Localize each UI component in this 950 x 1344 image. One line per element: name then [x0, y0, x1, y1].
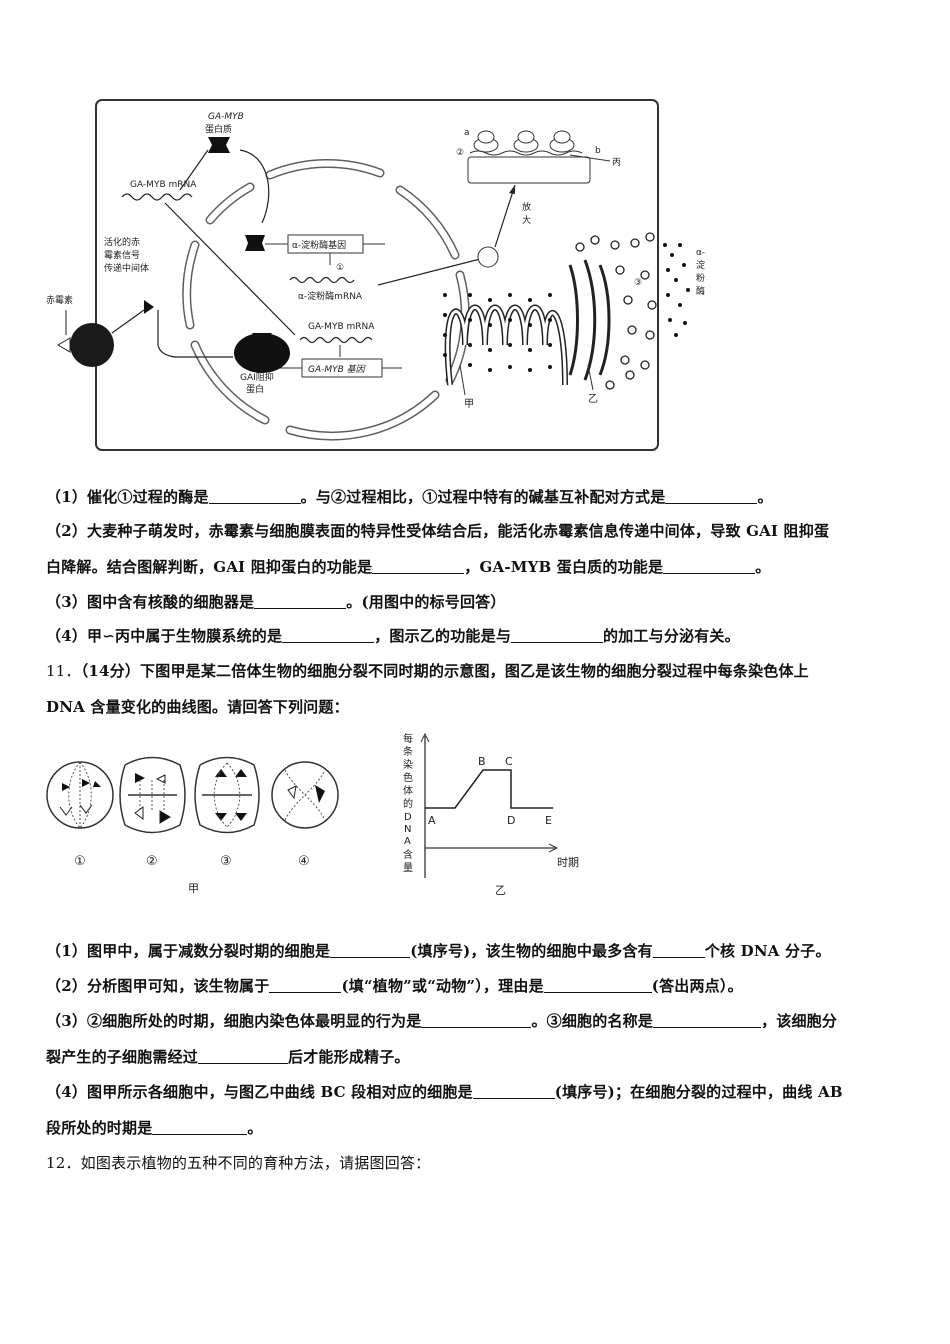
- answer-blank[interactable]: [653, 1013, 762, 1028]
- q10-line-3: 白降解。结合图解判断，GAI 阻抑蛋白的功能是，GA-MYB 蛋白质的功能是。: [46, 558, 771, 576]
- point-c: C: [505, 755, 513, 768]
- svg-text:D: D: [404, 812, 412, 823]
- cell-4-label: ④: [298, 854, 310, 869]
- answer-blank[interactable]: [254, 594, 347, 609]
- ga-myb-gene-label: GA-MYB 基因: [308, 364, 367, 375]
- cell-3-label: ③: [220, 854, 232, 869]
- q11-line-1: 11．（14分）下图甲是某二倍体生物的细胞分裂不同时期的示意图，图乙是该生物的细…: [46, 662, 809, 680]
- svg-text:色: 色: [403, 771, 413, 784]
- answer-blank[interactable]: [208, 489, 301, 504]
- amylase-side-4: 酶: [696, 285, 705, 297]
- ga-myb-mrna-label: GA-MYB mRNA: [130, 180, 197, 190]
- label-bing: 丙: [612, 157, 621, 168]
- gai-label-1: GAI阻抑: [240, 371, 274, 383]
- q12-line-1: 12．如图表示植物的五种不同的育种方法，请据图回答：: [46, 1154, 431, 1172]
- dna-curve-line: [425, 769, 553, 809]
- ga-myb-protein-shape: [208, 137, 230, 153]
- answer-blank[interactable]: [543, 978, 652, 993]
- dna-content-chart: A B C D E 时期 每 条 染 色 体 的 D N A 含 量 乙: [403, 732, 579, 897]
- q11-sub-4b: 段所处的时期是。: [46, 1119, 263, 1137]
- svg-text:含: 含: [403, 848, 413, 861]
- amylase-mrna-label: α-淀粉酶mRNA: [298, 290, 363, 302]
- cell-1-label: ①: [74, 854, 86, 869]
- point-a: A: [428, 814, 436, 827]
- figure-jia-label: 甲: [188, 882, 199, 895]
- figure-yi-label: 乙: [495, 884, 506, 897]
- label-3: ③: [634, 278, 642, 288]
- svg-text:的: 的: [403, 797, 413, 810]
- amylase-side-2: 淀: [696, 259, 705, 271]
- gibberellin-pathway-figure: GA-MYB 蛋白质 GA-MYB mRNA α-淀粉酶基因 ① α-淀粉酶mR…: [46, 99, 705, 451]
- activated-label-1: 活化的赤: [104, 236, 140, 248]
- cell-2-label: ②: [146, 854, 158, 869]
- svg-text:每: 每: [403, 732, 413, 745]
- q11-sub-3: （3）②细胞所处的时期，细胞内染色体最明显的行为是。③细胞的名称是，该细胞分: [46, 1012, 838, 1030]
- q11-sub-2: （2）分析图甲可知，该生物属于(填“植物”或“动物”），理由是(答出两点）。: [46, 977, 743, 995]
- q10-line-2: （2）大麦种子萌发时，赤霉素与细胞膜表面的特异性受体结合后，能活化赤霉素信息传递…: [46, 522, 830, 540]
- answer-blank[interactable]: [511, 628, 604, 643]
- magnify-2: 大: [522, 214, 531, 226]
- q11-sub-4: （4）图甲所示各细胞中，与图乙中曲线 BC 段相对应的细胞是(填序号)；在细胞分…: [46, 1083, 843, 1101]
- svg-text:体: 体: [403, 785, 413, 797]
- svg-text:N: N: [404, 824, 411, 835]
- answer-blank[interactable]: [372, 559, 465, 574]
- answer-blank[interactable]: [282, 628, 375, 643]
- q10-line-4: （3）图中含有核酸的细胞器是。(用图中的标号回答）: [46, 593, 506, 611]
- activated-label-3: 传递中间体: [104, 262, 149, 274]
- cell-division-figure: ① ② ③ ④ 甲: [46, 756, 339, 895]
- point-d: D: [507, 814, 515, 827]
- q11-sub-1: （1）图甲中，属于减数分裂时期的细胞是(填序号)，该生物的细胞中最多含有个核 D…: [46, 942, 831, 960]
- answer-blank[interactable]: [330, 943, 411, 958]
- svg-text:量: 量: [403, 862, 413, 874]
- answer-blank[interactable]: [152, 1120, 248, 1135]
- label-a: a: [464, 128, 470, 138]
- amylase-side-1: α-: [696, 248, 705, 258]
- answer-blank[interactable]: [269, 978, 342, 993]
- gai-label-2: 蛋白: [246, 383, 264, 395]
- label-b: b: [595, 146, 601, 156]
- svg-text:染: 染: [403, 758, 413, 771]
- answer-blank[interactable]: [665, 489, 758, 504]
- answer-blank[interactable]: [663, 559, 756, 574]
- svg-text:A: A: [404, 836, 411, 847]
- answer-blank[interactable]: [198, 1049, 289, 1064]
- protein-word-label: 蛋白质: [205, 123, 232, 135]
- q11-sub-3b: 裂产生的子细胞需经过后才能形成精子。: [46, 1048, 410, 1066]
- q10-line-1: （1）催化①过程的酶是。与②过程相比，①过程中特有的碱基互补配对方式是。: [46, 488, 773, 506]
- answer-blank[interactable]: [652, 943, 705, 958]
- amylase-gene-label: α-淀粉酶基因: [292, 239, 346, 251]
- ga-myb-mrna-inner-label: GA-MYB mRNA: [308, 322, 375, 332]
- q11-line-2: DNA 含量变化的曲线图。请回答下列问题：: [46, 698, 349, 716]
- activated-label-2: 霉素信号: [104, 249, 140, 261]
- label-jia: 甲: [464, 399, 474, 410]
- answer-blank[interactable]: [421, 1013, 532, 1028]
- y-axis-label: 每 条 染 色 体 的 D N A 含 量: [403, 732, 413, 874]
- gibberellin-label: 赤霉素: [46, 294, 73, 306]
- answer-blank[interactable]: [472, 1084, 555, 1099]
- point-b: B: [478, 755, 486, 768]
- step-1-label: ①: [336, 263, 344, 273]
- svg-text:条: 条: [403, 745, 413, 758]
- q10-line-5: （4）甲∽丙中属于生物膜系统的是，图示乙的功能是与的加工与分泌有关。: [46, 627, 740, 645]
- label-yi: 乙: [588, 393, 598, 405]
- amylase-side-3: 粉: [696, 272, 705, 284]
- point-e: E: [545, 814, 552, 827]
- magnify-1: 放: [522, 201, 531, 213]
- label-2: ②: [456, 148, 464, 158]
- ga-myb-protein-label: GA-MYB: [208, 112, 244, 122]
- x-axis-label: 时期: [557, 856, 579, 869]
